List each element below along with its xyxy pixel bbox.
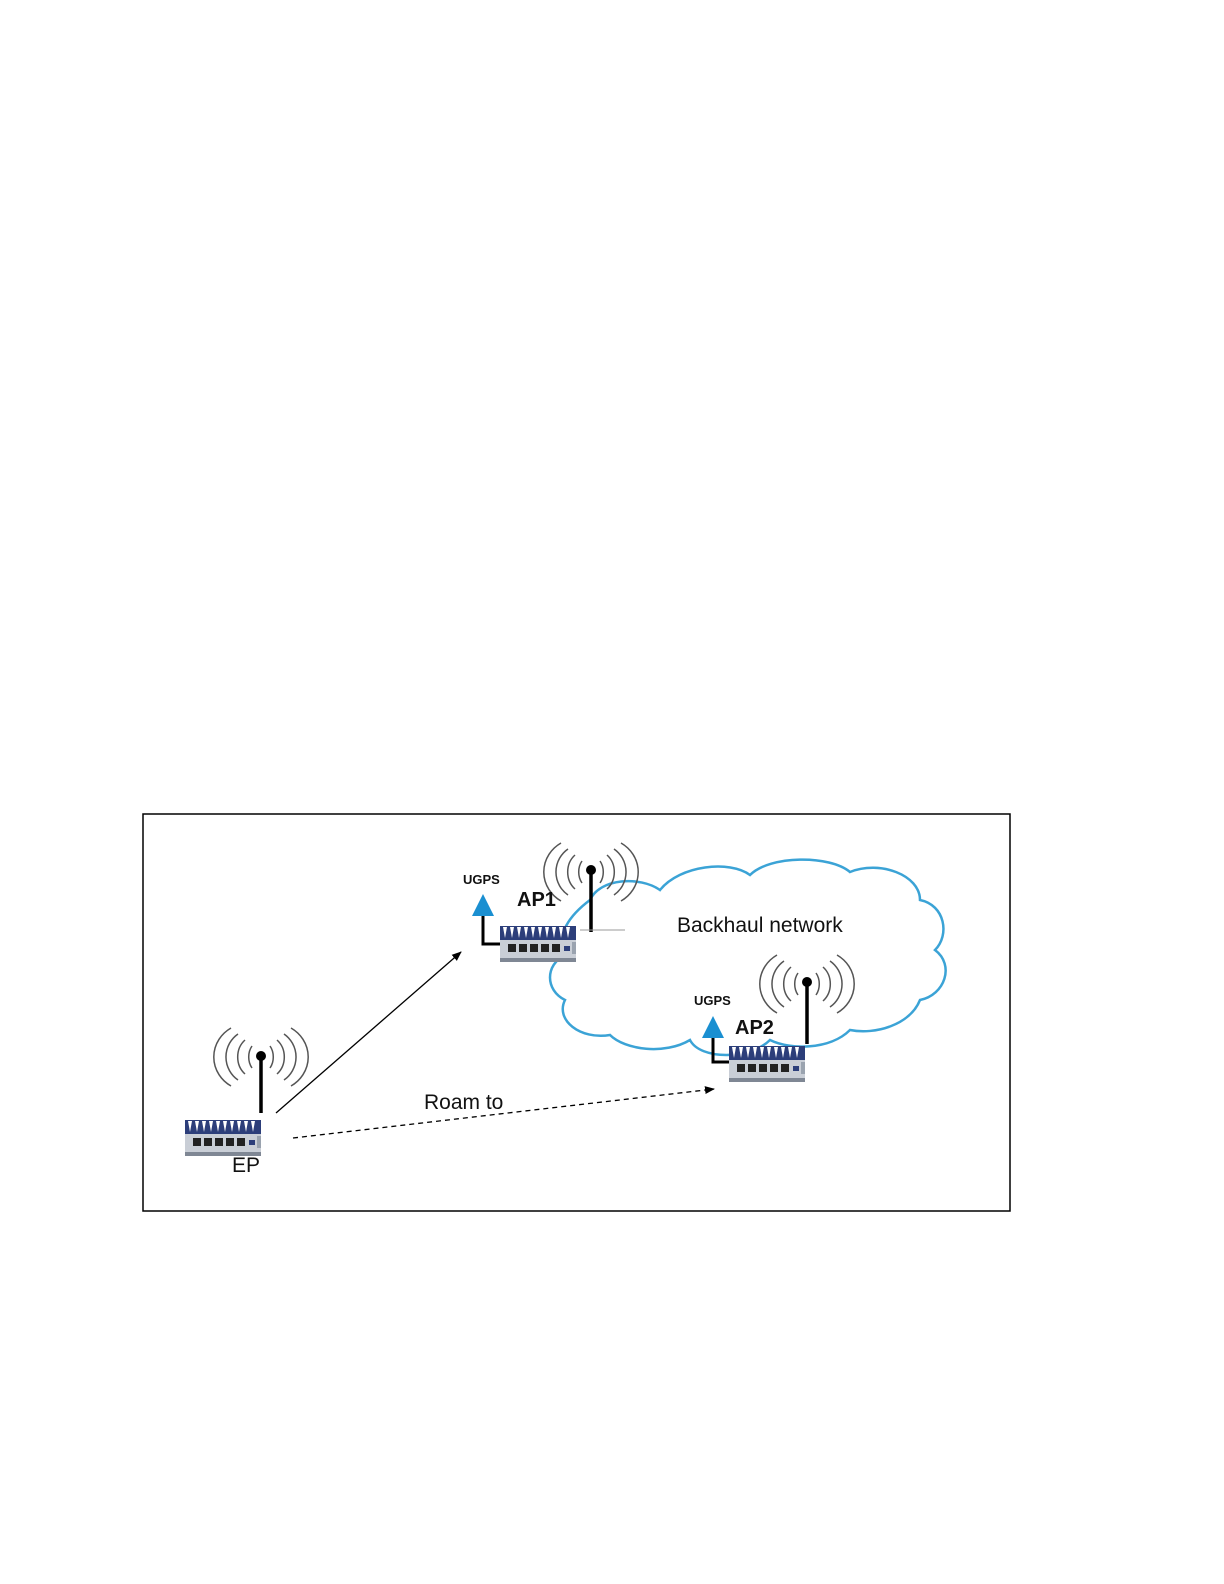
cloud-label: Backhaul network [677, 914, 843, 937]
router-device-icon [729, 1046, 805, 1082]
ap1-gps-label: UGPS [463, 872, 500, 887]
router-device-icon [500, 926, 576, 962]
roam-label: Roam to [424, 1091, 503, 1114]
ap1-label: AP1 [517, 889, 556, 911]
ep-label: EP [232, 1154, 260, 1177]
ep-to-ap1-arrow [276, 952, 461, 1113]
ep-node: EP [185, 1028, 308, 1177]
router-device-icon [185, 1120, 261, 1156]
ap2-gps-label: UGPS [694, 993, 731, 1008]
roam-arrow [293, 1089, 714, 1138]
gps-antenna-icon [472, 894, 500, 944]
ap2-label: AP2 [735, 1017, 774, 1039]
